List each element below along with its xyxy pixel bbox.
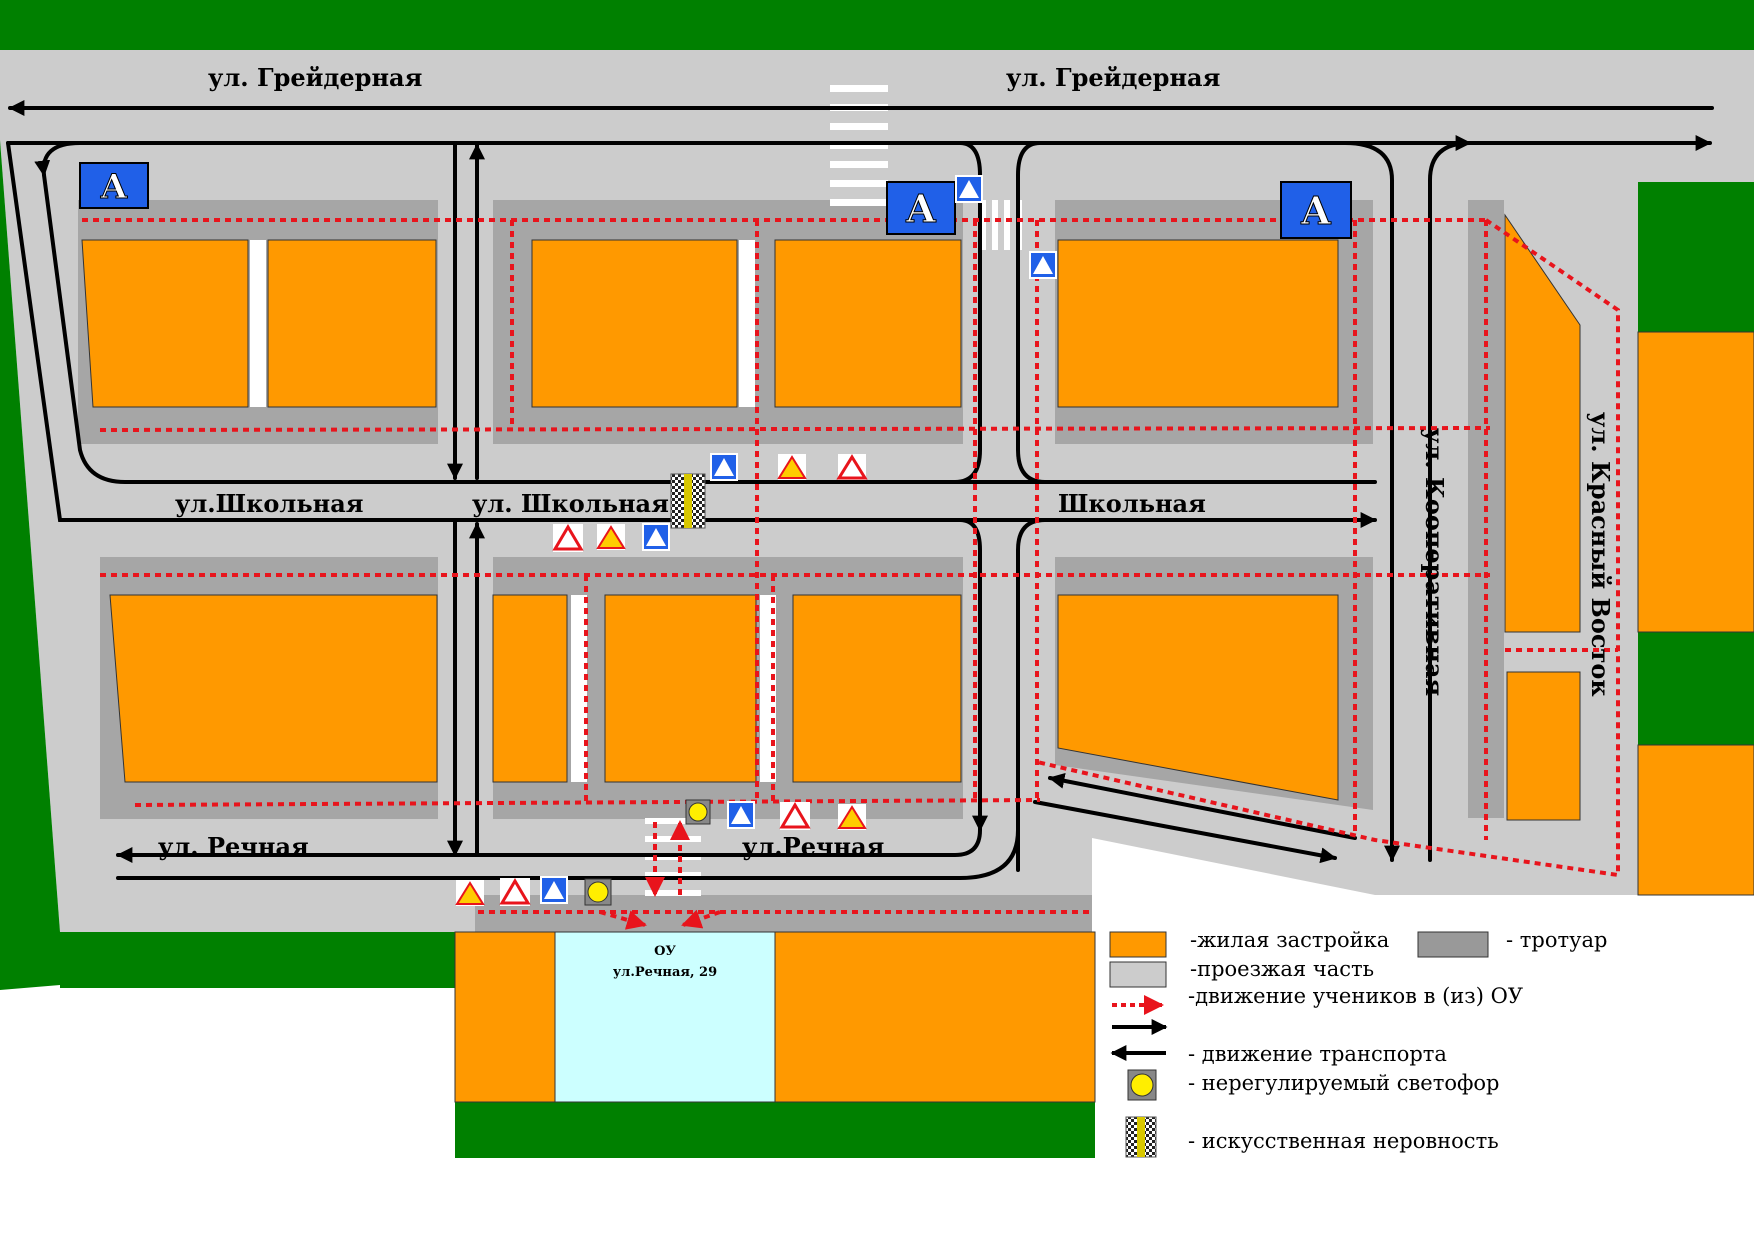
- pedestrian-crossing-sign-icon: [642, 523, 670, 551]
- children-warning-sign-icon: [596, 524, 626, 550]
- svg-text:А: А: [1301, 188, 1332, 233]
- bus-stop-sign-icon: А: [1280, 181, 1352, 239]
- school-plot: [554, 931, 776, 1103]
- bus-stop-sign-icon: А: [79, 162, 149, 209]
- traffic-line: [6, 141, 1377, 528]
- legend-bump-label: - искусственная неровность: [1188, 1129, 1499, 1153]
- street-label-shkolnaya: ул.Школьная: [175, 489, 363, 518]
- svg-text:А: А: [906, 186, 937, 231]
- housing-block: [492, 594, 568, 783]
- bottom-left-green: [60, 932, 462, 988]
- traffic-line: [1033, 800, 1337, 864]
- walkway: [739, 240, 755, 407]
- speed-bump-sign-icon: [552, 524, 584, 552]
- speed-bump-icon: [1125, 1116, 1157, 1158]
- traffic-light-icon: [685, 799, 711, 825]
- pedestrian-crossing-sign-icon: [727, 801, 755, 829]
- housing-block: [1637, 744, 1754, 896]
- housing-block: [81, 239, 249, 408]
- traffic-line: [953, 141, 982, 484]
- speed-bump-sign-icon: [836, 454, 868, 480]
- traffic-line: [1343, 141, 1400, 862]
- traffic-light-icon: [584, 878, 612, 906]
- street-label-shkolnaya: Школьная: [1058, 489, 1206, 518]
- housing-block: [1637, 331, 1754, 633]
- legend-housing-label: -жилая застройка: [1190, 928, 1389, 952]
- speed-bump-icon: [670, 473, 706, 529]
- housing-block: [604, 594, 757, 783]
- traffic-line: [116, 828, 982, 863]
- legend-roadway-swatch: [1109, 961, 1167, 988]
- legend-roadway-label: -проезжая часть: [1190, 957, 1374, 981]
- legend-light-label: - нерегулируемый светофор: [1188, 1071, 1500, 1095]
- pedestrian-crossing-sign-icon: [710, 453, 738, 481]
- walkway: [250, 240, 266, 407]
- svg-text:А: А: [100, 167, 128, 207]
- walkway: [571, 595, 587, 782]
- traffic-light-icon: [1127, 1069, 1157, 1101]
- housing-block: [792, 594, 962, 783]
- housing-block: [267, 239, 437, 408]
- road-signs: [455, 175, 1057, 906]
- legend-sidewalk-label: - тротуар: [1506, 928, 1607, 952]
- street-label-rechnaya: ул.Речная: [742, 832, 884, 861]
- housing-block: [774, 931, 1096, 1103]
- legend-traffic-label: - движение транспорта: [1188, 1042, 1447, 1066]
- street-label-rechnaya: ул. Речная: [158, 832, 309, 861]
- traffic-line: [42, 173, 1377, 484]
- traffic-line: [1016, 518, 1047, 872]
- left-green-belt: [0, 140, 60, 990]
- street-label-greydernaya: ул. Грейдерная: [208, 63, 422, 92]
- pedestrian-crossing-sign-icon: [955, 175, 983, 203]
- street-label-greydernaya: ул. Грейдерная: [1006, 63, 1220, 92]
- pedestrian-crossing-sign-icon: [540, 876, 568, 904]
- speed-bump-sign-icon: [499, 878, 531, 906]
- route-line: [134, 798, 1041, 807]
- legend-sidewalk-swatch: [1417, 931, 1489, 958]
- housing-block: [774, 239, 962, 408]
- top-green-belt: [0, 0, 1754, 50]
- bus-stop-sign-icon: А: [886, 181, 956, 235]
- traffic-line: [34, 141, 82, 177]
- housing-block: [454, 931, 556, 1103]
- school-address: ул.Речная, 29: [613, 965, 717, 980]
- street-label-krasny-vostok: ул. Красный Восток: [1586, 412, 1615, 697]
- children-warning-sign-icon: [455, 880, 485, 906]
- student-routes: [82, 218, 1620, 930]
- traffic-line: [1428, 135, 1472, 862]
- legend-students-label: -движение учеников в (из) ОУ: [1188, 984, 1523, 1008]
- legend: -жилая застройка - тротуар -проезжая час…: [1109, 928, 1607, 1158]
- traffic-routes: [6, 100, 1714, 880]
- housing-block: [531, 239, 738, 408]
- crosswalks: [250, 85, 1022, 896]
- route-line: [99, 426, 1491, 432]
- housing-block: [109, 594, 438, 783]
- legend-housing-swatch: [1109, 931, 1167, 958]
- traffic-line: [1016, 141, 1047, 484]
- traffic-line: [116, 828, 1020, 880]
- housing-block: [1504, 213, 1581, 633]
- school-name: ОУ: [654, 944, 676, 959]
- route-line: [599, 910, 647, 930]
- housing-block: [1057, 239, 1339, 408]
- bottom-green-belt: [455, 1100, 1095, 1158]
- housing-block: [1506, 671, 1581, 821]
- pedestrian-crossing-sign-icon: [1029, 251, 1057, 279]
- speed-bump-sign-icon: [779, 802, 811, 830]
- housing-block: [1057, 594, 1339, 801]
- street-label-shkolnaya: ул. Школьная: [472, 489, 669, 518]
- street-label-kooperativnaya: ул. Кооперативная: [1420, 428, 1449, 696]
- street-labels: ул. Грейдерная ул. Грейдерная ул.Школьна…: [158, 63, 1615, 861]
- bus-stops: А А А: [79, 162, 1352, 239]
- children-warning-sign-icon: [777, 454, 807, 480]
- traffic-line: [1048, 772, 1357, 840]
- children-warning-sign-icon: [837, 804, 867, 830]
- housing-blocks: [81, 213, 1754, 1103]
